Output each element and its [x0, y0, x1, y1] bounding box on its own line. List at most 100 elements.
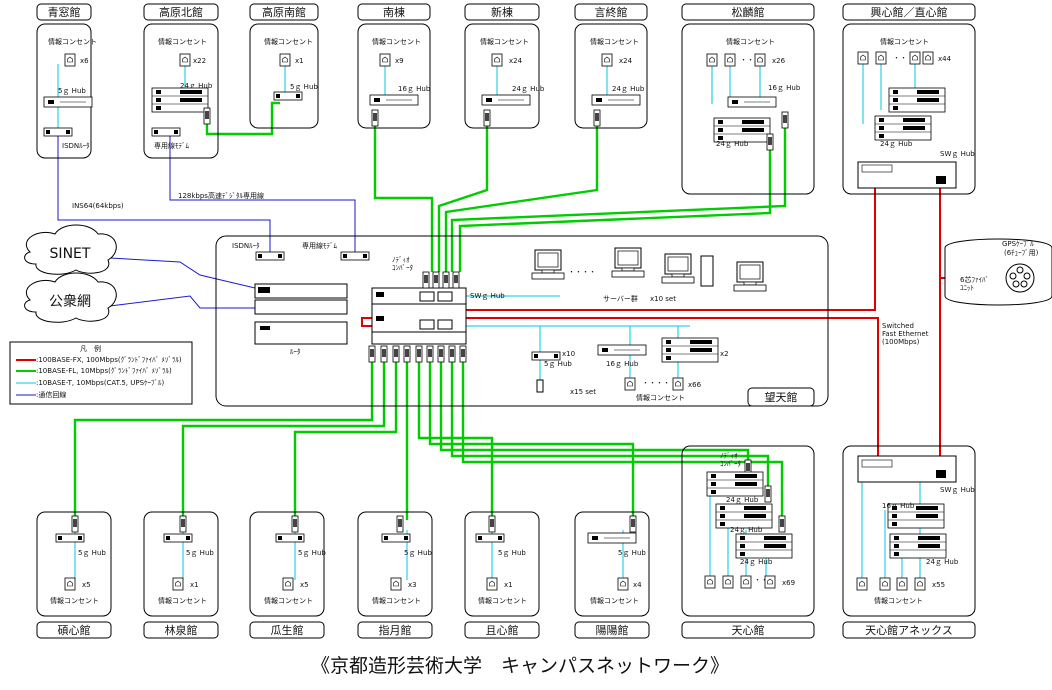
outlet-icon [857, 51, 869, 65]
optical-converter-icon [179, 515, 187, 533]
svg-text:5ｇ Hub: 5ｇ Hub [498, 549, 526, 557]
optical-converter-icon [459, 345, 467, 363]
svg-text:x24: x24 [509, 57, 523, 65]
page-title: 《京都造形芸術大学 キャンパスネットワーク》 [311, 655, 729, 677]
svg-text:x10: x10 [562, 350, 575, 358]
svg-text:5ｇ Hub: 5ｇ Hub [58, 87, 86, 95]
hub-icon [43, 96, 93, 108]
red-fiber-links [361, 188, 1000, 456]
outlet-icon [704, 575, 716, 589]
svg-text:x9: x9 [395, 57, 404, 65]
svg-text:(6ﾁｭｰﾌﾞ用): (6ﾁｭｰﾌﾞ用) [1004, 249, 1039, 257]
legend: 凡 例 :100BASE-FX, 100Mbps(ｸﾞﾗﾝﾄﾞﾌｧｲﾊﾞ ﾒｿﾞ… [9, 341, 193, 405]
outlet-icon [64, 577, 76, 591]
svg-text:・・: ・・ [740, 56, 754, 64]
svg-text:x55: x55 [932, 581, 945, 589]
building-tenshin: 天心館 ﾉﾃﾞｨｵｺﾝﾊﾞｰﾀ 24ｇ Hub 24ｇ Hub 24ｇ Hub … [681, 445, 815, 639]
outlet-icon [856, 577, 868, 591]
outlet-icon [914, 577, 926, 591]
optical-converter-icon [488, 515, 496, 533]
hub-icon [369, 94, 419, 106]
outlet-icon [279, 53, 291, 67]
svg-text:SINET: SINET [50, 246, 91, 262]
building-shin-to: 新棟 情報コンセント x24 24ｇ Hub [464, 3, 545, 129]
building-shigetsu: 指月館 5ｇ Hub x3 情報コンセント [357, 511, 433, 639]
hub-icon [888, 87, 946, 113]
hub-icon [735, 533, 793, 559]
svg-text:ﾉﾃﾞｨｵｺﾝﾊﾞｰﾀ: ﾉﾃﾞｨｵｺﾝﾊﾞｰﾀ [720, 452, 741, 468]
svg-text:x15 set: x15 set [570, 388, 596, 396]
svg-text:且心館: 且心館 [486, 623, 519, 637]
svg-text:SWｇ Hub: SWｇ Hub [940, 150, 975, 158]
optical-converter-icon [483, 109, 491, 127]
outlet-icon [909, 51, 921, 65]
svg-text:x24: x24 [619, 57, 633, 65]
svg-text:5ｇ Hub: 5ｇ Hub [298, 549, 326, 557]
svg-text:言終館: 言終館 [595, 5, 628, 19]
svg-text:凡 例: 凡 例 [80, 344, 101, 353]
optical-converter-icon [415, 345, 423, 363]
optical-converter-icon [778, 515, 786, 533]
svg-text::10BASE-FL, 10Mbps(ｸﾞﾗﾝﾄﾞﾌｧｲﾊﾞ: :10BASE-FL, 10Mbps(ｸﾞﾗﾝﾄﾞﾌｧｲﾊﾞ ﾒｿﾞﾗﾙ) [36, 367, 172, 375]
isdn-router-icon [255, 251, 285, 261]
svg-text:x1: x1 [190, 581, 199, 589]
optical-converter-icon [766, 133, 774, 151]
cloud-sinet: SINET [24, 224, 117, 275]
leased-modem-icon [151, 127, 181, 137]
hub-icon [889, 533, 947, 559]
sw-hub-icon [371, 287, 467, 345]
svg-text:x69: x69 [782, 579, 795, 587]
svg-text:x6: x6 [80, 57, 89, 65]
outlet-icon [764, 575, 776, 589]
building-gensyu: 言終館 情報コンセント x24 24ｇ Hub [574, 3, 648, 129]
hub-icon [151, 87, 209, 113]
svg-text:SWｇ Hub: SWｇ Hub [470, 292, 505, 300]
svg-text:・・: ・・ [754, 576, 768, 584]
optical-converter-icon [380, 345, 388, 363]
svg-text:16ｇ Hub: 16ｇ Hub [606, 360, 639, 368]
optical-converter-icon [291, 515, 299, 533]
svg-text:高原北館: 高原北館 [159, 5, 203, 19]
building-tenshin-annex: 天心館アネックス SWｇ Hub 16ｇ Hub 24ｇ Hub x55 情報コ… [842, 445, 976, 639]
svg-text:x66: x66 [688, 381, 702, 389]
svg-text:情報コンセント: 情報コンセント [158, 596, 207, 605]
svg-text:林泉館: 林泉館 [165, 623, 198, 637]
building-seiso: 青窓館 情報コンセント x6 5ｇ Hub ISDNﾙｰﾀ [36, 3, 97, 159]
svg-text:・・・・: ・・・・ [568, 268, 596, 276]
outlet-icon [754, 53, 766, 67]
optical-converter-icon [448, 345, 456, 363]
outlet-icon [706, 53, 718, 67]
building-sekishin: 碩心館 5ｇ Hub x5 情報コンセント [36, 511, 112, 639]
outlet-icon [379, 53, 391, 67]
building-kogen-minami: 高原南館 情報コンセント x1 5ｇ Hub [249, 3, 319, 129]
svg-text:ﾉﾃﾞｨｵｺﾝﾊﾞｰﾀ: ﾉﾃﾞｨｵｺﾝﾊﾞｰﾀ [392, 256, 413, 272]
svg-text:天心館アネックス: 天心館アネックス [865, 623, 953, 637]
hub-icon [481, 94, 531, 106]
svg-text:・・: ・・ [893, 54, 907, 62]
isdn-router-icon [43, 127, 73, 137]
svg-text:松麟館: 松麟館 [732, 5, 765, 19]
green-fiber-links [73, 101, 787, 520]
svg-text:5ｇ Hub: 5ｇ Hub [404, 549, 432, 557]
svg-text:24ｇ Hub: 24ｇ Hub [730, 526, 763, 534]
building-label: 青窓館 [48, 5, 81, 19]
hub-icon [475, 533, 505, 543]
svg-text:x5: x5 [300, 581, 309, 589]
svg-text:南棟: 南棟 [383, 5, 405, 19]
svg-text:x26: x26 [772, 57, 786, 65]
svg-text::10BASE-T, 10Mbps(CAT.5, UPSｹｰ: :10BASE-T, 10Mbps(CAT.5, UPSｹｰﾌﾞﾙ) [36, 379, 165, 387]
hub-icon [275, 533, 305, 543]
svg-text::100BASE-FX, 100Mbps(ｸﾞﾗﾝﾄﾞﾌｧｲ: :100BASE-FX, 100Mbps(ｸﾞﾗﾝﾄﾞﾌｧｲﾊﾞ ﾒｿﾞﾗﾙ) [36, 356, 182, 364]
svg-text:x5: x5 [82, 581, 91, 589]
gps-cable-callout: GPSｹｰﾌﾞﾙ (6ﾁｭｰﾌﾞ用) 6芯ﾌｧｲﾊﾞﾕﾆｯﾄ [944, 238, 1052, 306]
hub-icon [163, 533, 193, 543]
svg-text:6芯ﾌｧｲﾊﾞﾕﾆｯﾄ: 6芯ﾌｧｲﾊﾞﾕﾆｯﾄ [960, 275, 989, 292]
svg-text:x2: x2 [720, 350, 729, 358]
outlet-icon [486, 577, 498, 591]
svg-text:SWｇ Hub: SWｇ Hub [940, 486, 975, 494]
outlet-icon [390, 577, 402, 591]
server-icon [531, 249, 565, 280]
svg-text:サーバー群: サーバー群 [603, 294, 638, 303]
outlet-icon [624, 377, 636, 391]
svg-text:瓜生館: 瓜生館 [271, 623, 304, 637]
